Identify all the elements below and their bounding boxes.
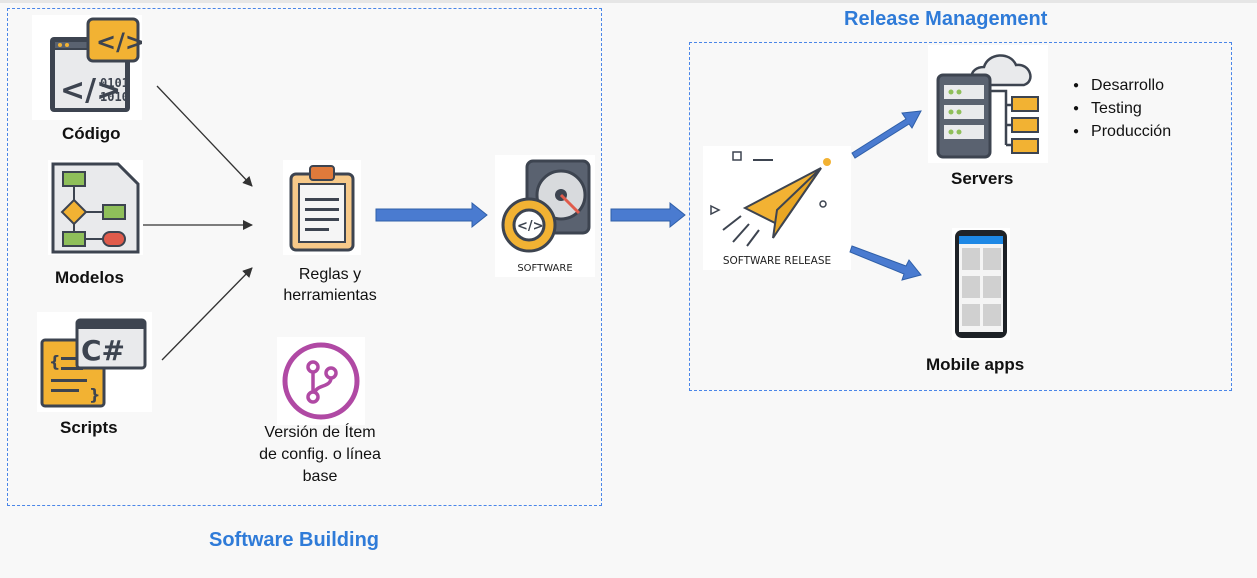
version-label: Versión de Ítem de config. o línea base (240, 422, 400, 488)
software-release-icon: SOFTWARE RELEASE (703, 146, 851, 270)
environment-item: Desarrollo (1073, 75, 1171, 98)
software-icon-caption: SOFTWARE (517, 263, 572, 274)
svg-text:</>: </> (96, 28, 142, 56)
servers-label: Servers (951, 169, 1014, 188)
model-diagram-icon (48, 160, 143, 255)
environment-list: Desarrollo Testing Producción (1073, 75, 1171, 144)
software-release-caption: SOFTWARE RELEASE (723, 255, 831, 267)
environment-item: Testing (1073, 98, 1171, 121)
svg-text:0101: 0101 (100, 76, 129, 90)
software-building-title: Software Building (209, 529, 379, 551)
mobile-phone-icon (952, 228, 1010, 340)
arrow-reglas-to-software (375, 201, 488, 229)
release-management-title: Release Management (844, 8, 1048, 30)
csharp-script-icon: { } C# (37, 312, 152, 412)
arrow-release-to-servers (851, 110, 922, 159)
arrow-scripts-to-reglas (161, 267, 253, 361)
mobile-apps-label: Mobile apps (926, 355, 1025, 374)
reglas-line-2: herramientas (283, 287, 377, 304)
svg-text:C#: C# (81, 334, 125, 367)
version-line-1: Versión de Ítem (264, 424, 376, 441)
environment-item: Producción (1073, 121, 1171, 144)
svg-text:1010: 1010 (100, 90, 129, 104)
reglas-label: Reglas y herramientas (270, 264, 390, 306)
svg-text:{: { (49, 352, 60, 371)
server-cloud-icon (928, 45, 1048, 163)
modelos-label: Modelos (55, 268, 124, 287)
svg-text:</>: </> (60, 73, 121, 108)
codigo-label: Código (62, 124, 121, 143)
arrow-release-to-mobile (849, 245, 922, 281)
arrow-software-to-release (610, 201, 686, 229)
code-icon: </> 0101 1010 </> (32, 15, 145, 120)
software-icon: </> SOFTWARE (495, 155, 595, 277)
top-bar (0, 0, 1257, 3)
svg-text:}: } (89, 385, 100, 404)
version-line-2: de config. o línea (259, 446, 381, 463)
scripts-label: Scripts (60, 418, 118, 437)
release-management-box (689, 42, 1232, 391)
svg-text:</>: </> (517, 219, 544, 234)
reglas-line-1: Reglas y (298, 266, 362, 283)
git-branch-icon (277, 337, 365, 425)
software-building-box (7, 8, 602, 506)
version-line-3: base (302, 468, 338, 485)
clipboard-icon (283, 160, 361, 255)
arrow-codigo-to-reglas (156, 85, 253, 187)
